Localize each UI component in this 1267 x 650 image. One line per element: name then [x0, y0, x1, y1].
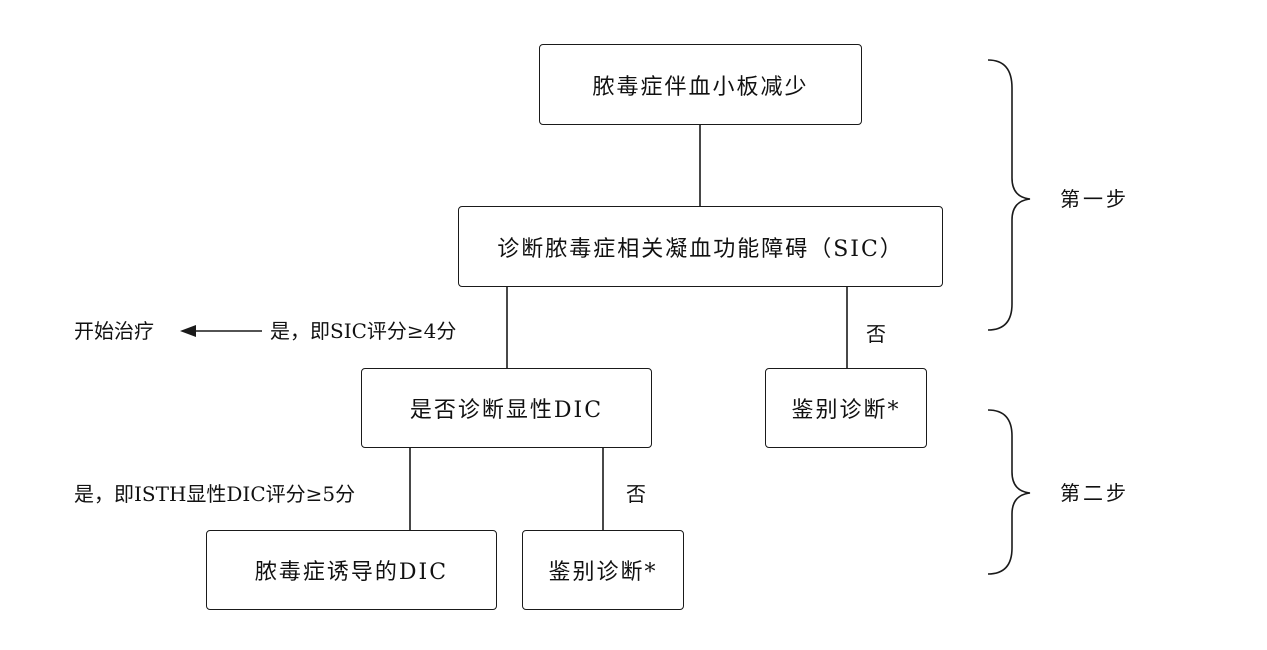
brace-step1: [987, 59, 1031, 331]
label-sic-no: 否: [866, 322, 886, 346]
label-step-two: 第二步: [1060, 481, 1129, 505]
node-differential-diagnosis-2: 鉴别诊断*: [522, 530, 684, 610]
label-sic-yes: 是，即SIC评分≥4分: [270, 319, 457, 343]
node-overt-dic-question: 是否诊断显性DIC: [361, 368, 652, 448]
brace-step2: [987, 409, 1031, 575]
node-sic-diagnosis: 诊断脓毒症相关凝血功能障碍（SIC）: [458, 206, 943, 287]
node-differential-diagnosis-1: 鉴别诊断*: [765, 368, 927, 448]
node-sepsis-induced-dic: 脓毒症诱导的DIC: [206, 530, 497, 610]
label-start-treatment: 开始治疗: [74, 319, 154, 343]
label-isth-yes: 是，即ISTH显性DIC评分≥5分: [74, 482, 356, 506]
arrowhead-icon: [180, 325, 196, 337]
node-root: 脓毒症伴血小板减少: [539, 44, 862, 125]
label-step-one: 第一步: [1060, 187, 1129, 211]
label-isth-no: 否: [626, 482, 646, 506]
